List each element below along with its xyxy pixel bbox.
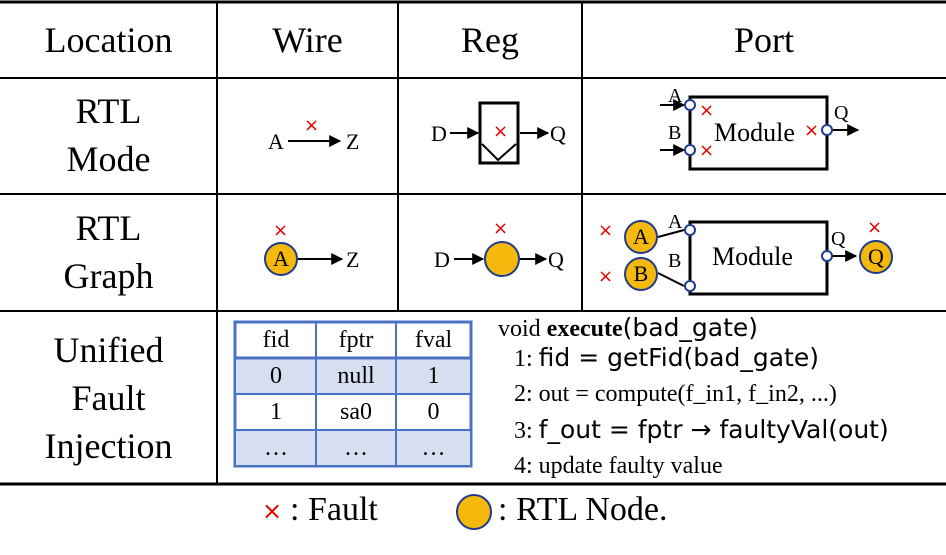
table-cell: 0	[270, 363, 282, 389]
header-reg: Reg	[461, 20, 519, 60]
code-line-3: 3: f_out = fptr → faultyVal(out)	[514, 416, 889, 445]
table-cell: …	[264, 435, 288, 461]
wire-mode-a-label: A	[268, 129, 284, 154]
port-graph-node-a: A	[624, 220, 658, 254]
port-graph-b-label: B	[668, 250, 682, 272]
code-line-0: void execute(bad_gate)	[498, 314, 758, 343]
row-label-rtl-graph-1: RTL	[75, 208, 142, 248]
port-graph-fault-q-icon: ×	[867, 217, 883, 238]
row-label-rtl-graph-2: Graph	[63, 256, 154, 296]
row-label-unified-2: Fault	[71, 378, 146, 418]
row-label-unified-3: Injection	[44, 426, 173, 466]
table-header-fval: fval	[414, 327, 453, 353]
code-line-1-number: 1:	[514, 346, 533, 372]
row-label-unified-1: Unified	[53, 330, 164, 370]
port-graph-node-b: B	[624, 257, 658, 291]
row-label-rtl-mode-2: Mode	[66, 139, 151, 179]
port-mode-fault-q-icon: ×	[804, 120, 820, 141]
port-mode-a-label: A	[668, 85, 683, 107]
row-label-rtl-mode-1: RTL	[75, 91, 142, 131]
table-cell: …	[421, 435, 446, 461]
register-box	[478, 101, 520, 165]
table-cell: …	[344, 435, 368, 461]
reg-graph-d-label: D	[434, 247, 450, 272]
reg-mode-fault-icon: ×	[493, 121, 509, 142]
reg-mode-q-label: Q	[550, 121, 566, 146]
wire-graph-z-label: Z	[346, 247, 360, 272]
module-box-mode	[688, 95, 829, 171]
code-line-3-text: f_out = fptr → faultyVal(out)	[538, 415, 889, 444]
wire-graph-node-a: A	[264, 242, 298, 276]
code-function-name: execute	[546, 316, 623, 342]
port-graph-fault-a-icon: ×	[598, 220, 614, 241]
legend-fault-label: : Fault	[290, 491, 378, 528]
reg-graph-q-label: Q	[548, 247, 564, 272]
table-header-fid: fid	[262, 327, 290, 353]
legend-fault-icon: ×	[262, 497, 283, 525]
table-cell: 0	[427, 399, 440, 425]
port-mode-fault-b-icon: ×	[699, 140, 715, 161]
port-mode-fault-a-icon: ×	[699, 100, 715, 121]
module-box-graph	[688, 220, 829, 296]
reg-mode-d-label: D	[431, 121, 447, 146]
wire-mode-fault-icon: ×	[304, 115, 320, 136]
wire-graph-fault-icon: ×	[273, 220, 289, 241]
table-cell: null	[337, 363, 375, 389]
code-function-arg: (bad_gate)	[622, 313, 759, 342]
header-wire: Wire	[272, 20, 343, 60]
code-line-4: 4: update faulty value	[514, 453, 723, 479]
table-cell: 1	[427, 363, 440, 389]
code-line-1: 1: fid = getFid(bad_gate)	[514, 344, 819, 373]
code-line-3-number: 3:	[514, 418, 533, 444]
port-graph-module-label: Module	[712, 242, 793, 271]
reg-graph-fault-icon: ×	[493, 218, 509, 239]
header-port: Port	[733, 20, 794, 60]
port-mode-module-label: Module	[714, 118, 795, 147]
port-graph-node-q: Q	[859, 240, 893, 274]
port-mode-q-label: Q	[834, 102, 849, 124]
table-cell: sa0	[340, 399, 372, 425]
port-graph-q-label: Q	[831, 228, 846, 250]
code-line-2: 2: out = compute(f_in1, f_in2, ...)	[514, 381, 837, 407]
port-mode-b-label: B	[668, 122, 682, 144]
table-header-fptr: fptr	[338, 327, 374, 353]
code-void-keyword: void	[498, 316, 541, 342]
legend-node-icon	[456, 494, 492, 530]
header-location: Location	[44, 20, 173, 60]
code-line-1-text: fid = getFid(bad_gate)	[538, 343, 819, 372]
table-cell: 1	[270, 399, 282, 425]
port-graph-fault-b-icon: ×	[598, 266, 614, 287]
port-graph-a-label: A	[668, 211, 683, 233]
legend-node-label: : RTL Node.	[498, 491, 668, 528]
reg-graph-node	[484, 241, 520, 277]
wire-mode-z-label: Z	[346, 129, 360, 154]
